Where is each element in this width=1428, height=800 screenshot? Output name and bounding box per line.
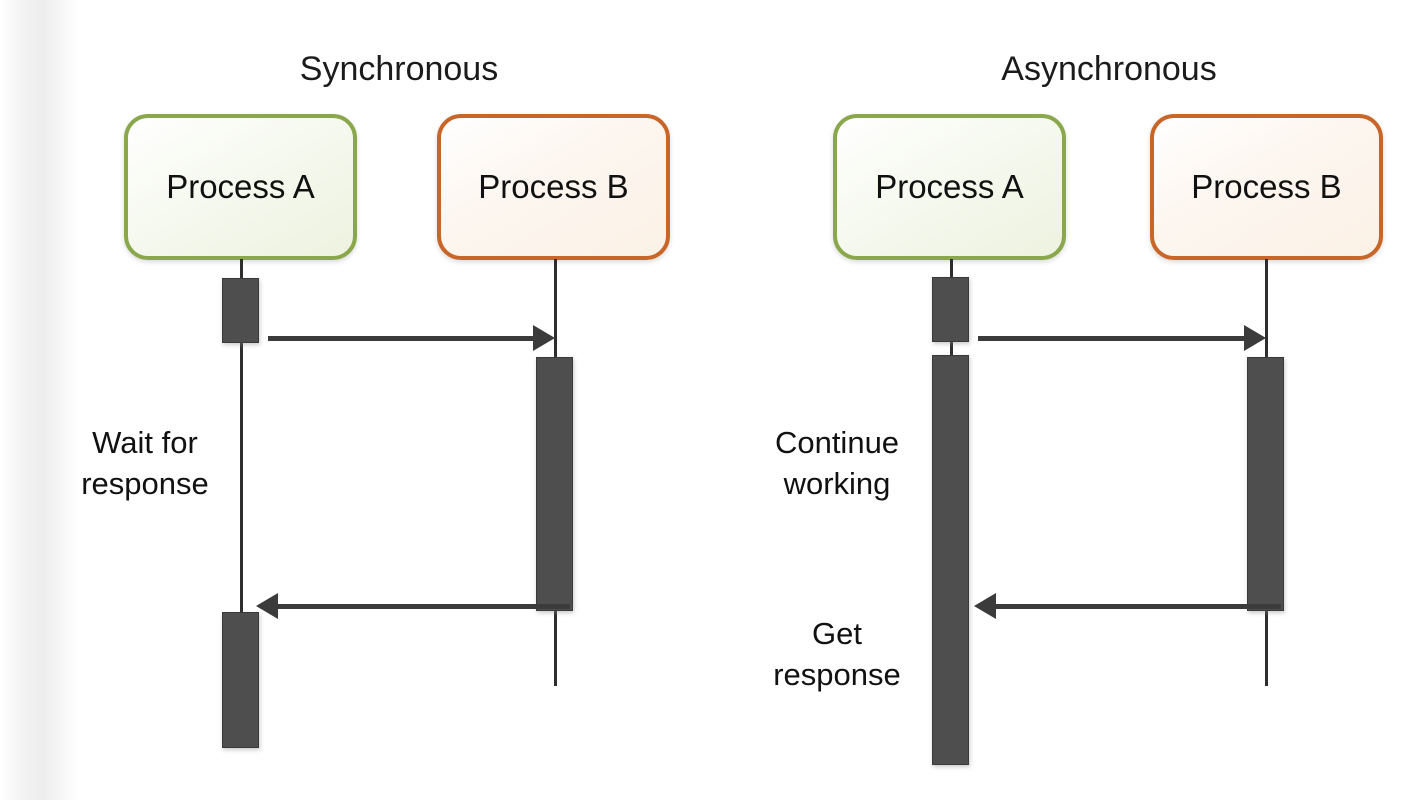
sync-wait-for-response-note: Wait for response bbox=[81, 425, 209, 501]
async-request-arrowhead-icon bbox=[1244, 325, 1266, 351]
sync-response-arrow-line bbox=[272, 604, 570, 609]
sync-request-arrow-line bbox=[268, 336, 540, 341]
sync-process-a-activation-1 bbox=[222, 278, 259, 343]
sync-process-b-label: Process B bbox=[478, 168, 629, 205]
async-response-arrow-line bbox=[990, 604, 1281, 609]
async-process-b-box[interactable]: Process B bbox=[1150, 114, 1383, 260]
async-continue-working-note: Continue working bbox=[774, 425, 900, 501]
panel-title-synchronous: Synchronous bbox=[299, 50, 499, 88]
sync-process-b-activation bbox=[536, 357, 573, 611]
async-process-a-box[interactable]: Process A bbox=[833, 114, 1066, 260]
sync-process-a-box[interactable]: Process A bbox=[124, 114, 357, 260]
left-edge-shading bbox=[0, 0, 78, 800]
async-process-a-activation-2 bbox=[932, 355, 969, 765]
sync-process-a-activation-2 bbox=[222, 612, 259, 748]
async-process-b-label: Process B bbox=[1191, 168, 1342, 205]
async-process-a-label: Process A bbox=[875, 168, 1024, 205]
async-response-arrowhead-icon bbox=[974, 593, 996, 619]
panel-title-asynchronous: Asynchronous bbox=[1001, 50, 1217, 88]
async-get-response-note: Get response bbox=[773, 616, 901, 692]
async-process-a-activation-1 bbox=[932, 277, 969, 342]
sync-process-a-label: Process A bbox=[166, 168, 315, 205]
async-request-arrow-line bbox=[978, 336, 1250, 341]
sync-process-a-lifeline bbox=[240, 259, 243, 614]
sync-response-arrowhead-icon bbox=[256, 593, 278, 619]
sync-request-arrowhead-icon bbox=[533, 325, 555, 351]
async-process-b-activation bbox=[1247, 357, 1284, 611]
sync-process-b-box[interactable]: Process B bbox=[437, 114, 670, 260]
